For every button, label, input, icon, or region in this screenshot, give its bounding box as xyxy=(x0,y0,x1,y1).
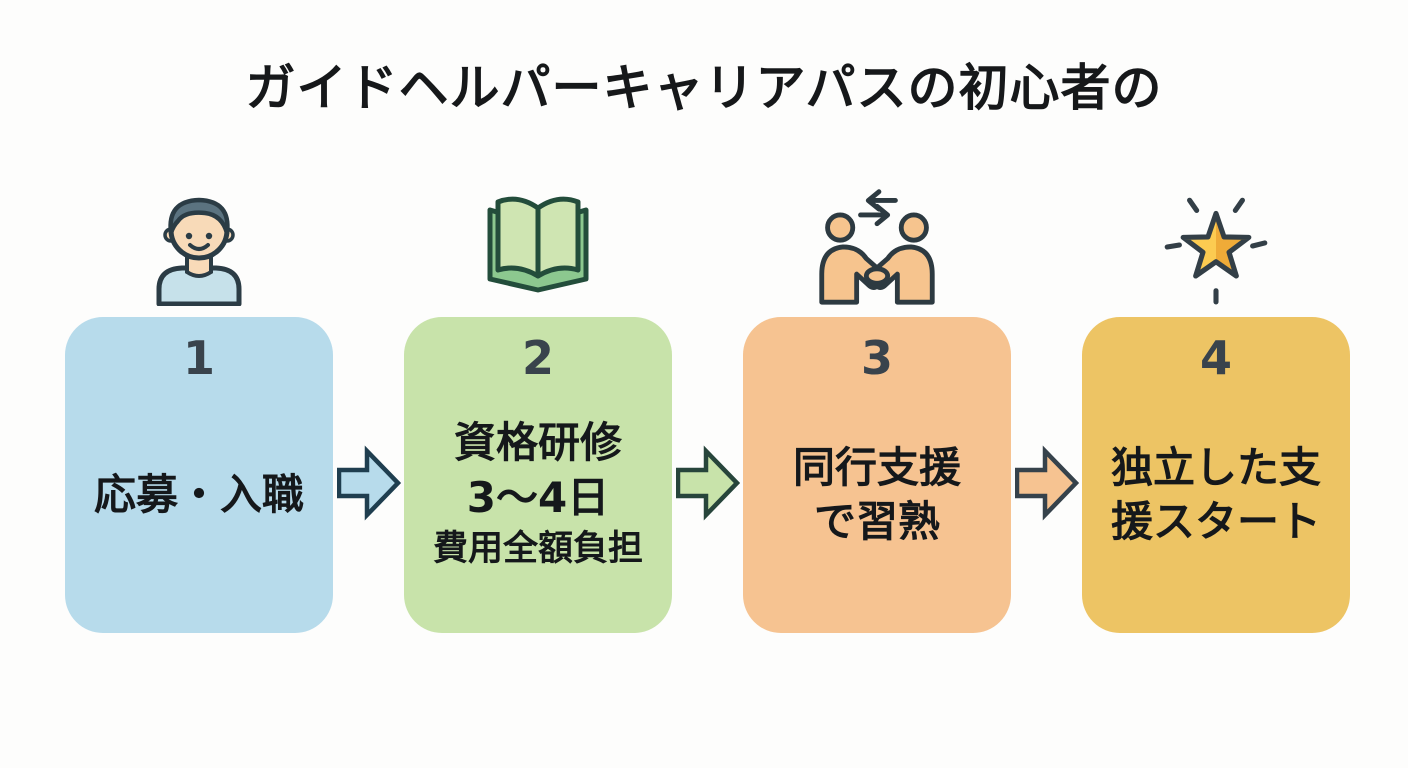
step-1-box: 1 応募・入職 xyxy=(65,317,333,633)
step-label-line: 独立した支 xyxy=(1110,442,1321,492)
step-label: 応募・入職 xyxy=(94,384,304,607)
handshake-icon xyxy=(743,183,1011,309)
step-1: 1 応募・入職 xyxy=(65,0,333,768)
step-label: 資格研修 3〜4日 費用全額負担 xyxy=(433,384,643,607)
step-label: 同行支援 で習熟 xyxy=(793,384,961,607)
step-label-line: 資格研修 xyxy=(453,418,622,468)
step-number: 1 xyxy=(182,331,215,385)
step-2-box: 2 資格研修 3〜4日 費用全額負担 xyxy=(404,317,672,633)
step-label-line: 応募・入職 xyxy=(93,470,304,519)
open-book-icon xyxy=(404,183,672,309)
step-label-line: 援スタート xyxy=(1110,497,1321,547)
page-title: ガイドヘルパーキャリアパスの初心者の xyxy=(245,59,1163,117)
flow-arrow-icon xyxy=(336,437,402,529)
star-icon xyxy=(1082,183,1350,309)
step-3: 3 同行支援 で習熟 xyxy=(743,0,1011,768)
step-3-box: 3 同行支援 で習熟 xyxy=(743,317,1011,633)
step-2: 2 資格研修 3〜4日 費用全額負担 xyxy=(404,0,672,768)
person-icon xyxy=(65,183,333,309)
step-label-line: 同行支援 xyxy=(792,442,961,492)
step-4: 4 独立した支 援スタート xyxy=(1082,0,1350,768)
flow-arrow-icon xyxy=(675,437,741,529)
step-4-box: 4 独立した支 援スタート xyxy=(1082,317,1350,633)
step-label-line: 3〜4日 xyxy=(466,472,610,522)
step-number: 2 xyxy=(521,331,554,385)
step-number: 4 xyxy=(1199,331,1232,385)
step-label-line: 費用全額負担 xyxy=(432,529,643,570)
step-label: 独立した支 援スタート xyxy=(1111,384,1321,607)
step-label-line: で習熟 xyxy=(813,497,940,547)
step-number: 3 xyxy=(860,331,893,385)
flow-arrow-icon xyxy=(1014,437,1080,529)
